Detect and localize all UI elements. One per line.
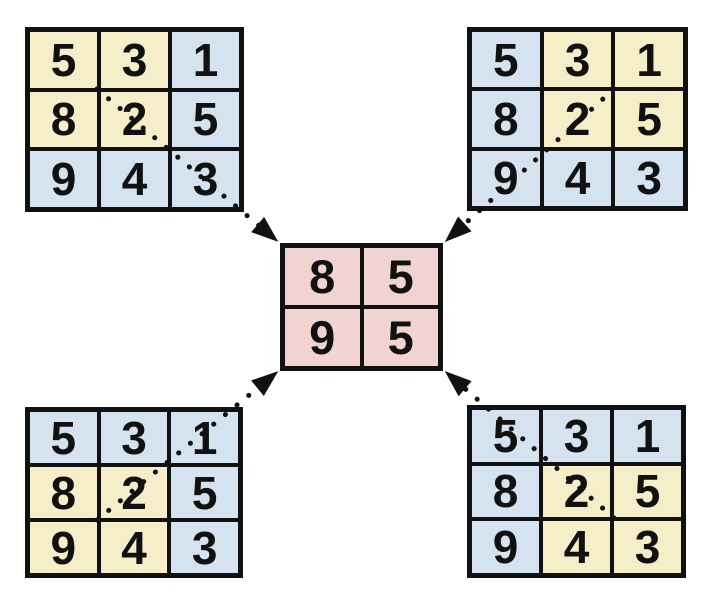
grid-cell: 4 [100, 522, 168, 573]
grid-cell: 9 [472, 521, 539, 573]
grid-cell: 4 [101, 151, 168, 207]
grid-cell: 1 [171, 412, 238, 463]
input-grid-bottom-left: 5 3 1 8 2 5 9 4 3 [25, 407, 243, 578]
grid-cell: 3 [101, 32, 168, 88]
grid-cell: 2 [101, 91, 168, 148]
grid-cell: 9 [285, 309, 360, 366]
input-grid-bottom-right: 5 3 1 8 2 5 9 4 3 [467, 405, 686, 578]
input-grid-top-left: 5 3 1 8 2 5 9 4 3 [25, 27, 244, 212]
grid-cell: 9 [30, 151, 97, 207]
grid-cell: 5 [472, 32, 540, 88]
output-grid-center: 8 5 9 5 [280, 243, 443, 371]
grid-cell: 8 [30, 467, 97, 518]
grid-cell: 3 [172, 151, 239, 207]
grid-cell: 9 [30, 522, 97, 573]
grid-cell: 2 [543, 91, 612, 147]
grid-cell: 4 [543, 521, 610, 573]
grid-cell: 4 [543, 150, 612, 206]
grid-cell: 1 [172, 32, 239, 88]
grid-cell: 5 [472, 410, 539, 462]
grid-cell: 5 [614, 465, 681, 518]
grid-cell: 9 [472, 150, 540, 206]
grid-cell: 2 [100, 467, 168, 518]
grid-cell: 1 [615, 32, 683, 88]
grid-cell: 5 [172, 91, 239, 148]
grid-cell: 5 [363, 248, 438, 305]
grid-cell: 2 [543, 465, 610, 518]
grid-cell: 8 [472, 465, 539, 518]
grid-cell: 3 [614, 521, 681, 573]
grid-cell: 5 [30, 412, 97, 463]
grid-cell: 3 [171, 522, 238, 573]
grid-cell: 8 [30, 91, 97, 148]
grid-cell: 5 [363, 309, 438, 366]
grid-cell: 3 [615, 150, 683, 206]
input-grid-top-right: 5 3 1 8 2 5 9 4 3 [467, 27, 688, 211]
grid-cell: 3 [543, 32, 612, 88]
grid-cell: 8 [472, 91, 540, 147]
grid-cell: 3 [100, 412, 168, 463]
grid-cell: 3 [543, 410, 610, 462]
grid-cell: 5 [30, 32, 97, 88]
grid-cell: 5 [171, 467, 238, 518]
grid-cell: 8 [285, 248, 360, 305]
grid-cell: 1 [614, 410, 681, 462]
grid-cell: 5 [615, 91, 683, 147]
